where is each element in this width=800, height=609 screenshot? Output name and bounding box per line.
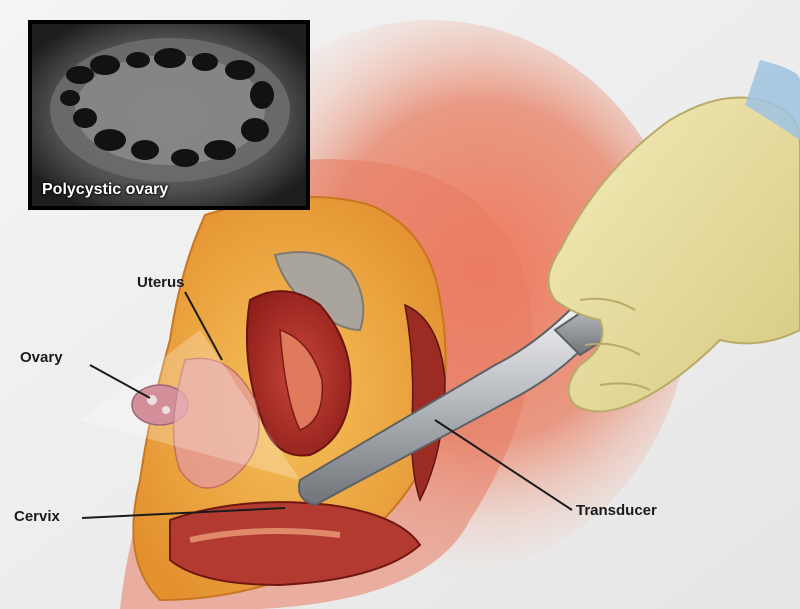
cervix-label: Cervix xyxy=(14,509,60,524)
ovary-label: Ovary xyxy=(20,350,63,365)
uterus-label: Uterus xyxy=(137,275,185,290)
inset-caption: Polycystic ovary xyxy=(42,182,168,198)
transducer-label: Transducer xyxy=(576,503,657,518)
